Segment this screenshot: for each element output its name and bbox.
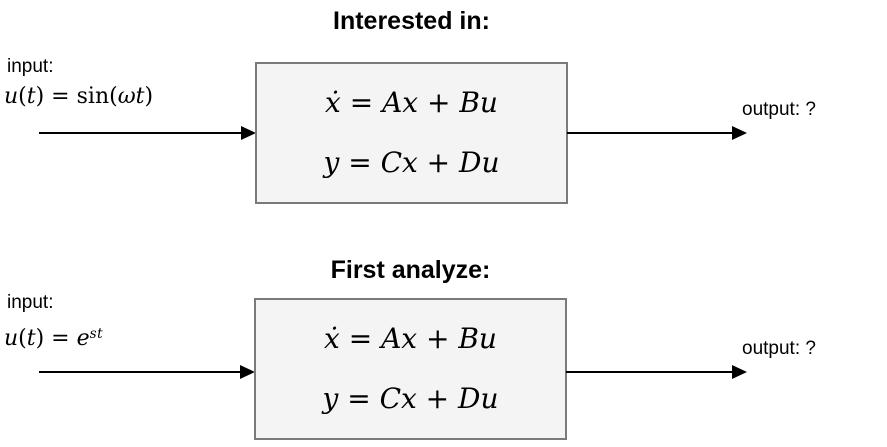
state-equation: ẋ = Ax + Bu [325,86,498,119]
section-title-first-analyze: First analyze: [330,256,491,284]
input-arrow [39,365,255,379]
input-arrow [39,126,256,140]
state-space-system-box: ẋ = Ax + Bu y = Cx + Du [255,62,568,204]
output-arrow [566,365,747,379]
output-equation: y = Cx + Du [323,146,500,179]
input-label: input: [7,56,54,77]
section-title-interested-in: Interested in: [333,7,490,35]
input-signal-exponential: u(t) = est [4,325,104,351]
arrowhead-icon [732,126,747,140]
arrow-shaft [39,131,245,135]
output-label: output: ? [742,99,816,120]
output-label: output: ? [742,338,816,359]
input-label: input: [7,292,54,313]
arrowhead-icon [732,365,747,379]
arrowhead-icon [240,365,255,379]
arrow-shaft [566,370,736,374]
state-equation: ẋ = Ax + Bu [324,322,497,355]
output-equation: y = Cx + Du [322,382,499,415]
input-signal-sin: u(t) = sin(ωt) [4,84,154,109]
arrow-shaft [567,131,736,135]
arrow-shaft [39,370,244,374]
arrowhead-icon [241,126,256,140]
output-arrow [567,126,747,140]
state-space-system-box: ẋ = Ax + Bu y = Cx + Du [254,298,567,440]
